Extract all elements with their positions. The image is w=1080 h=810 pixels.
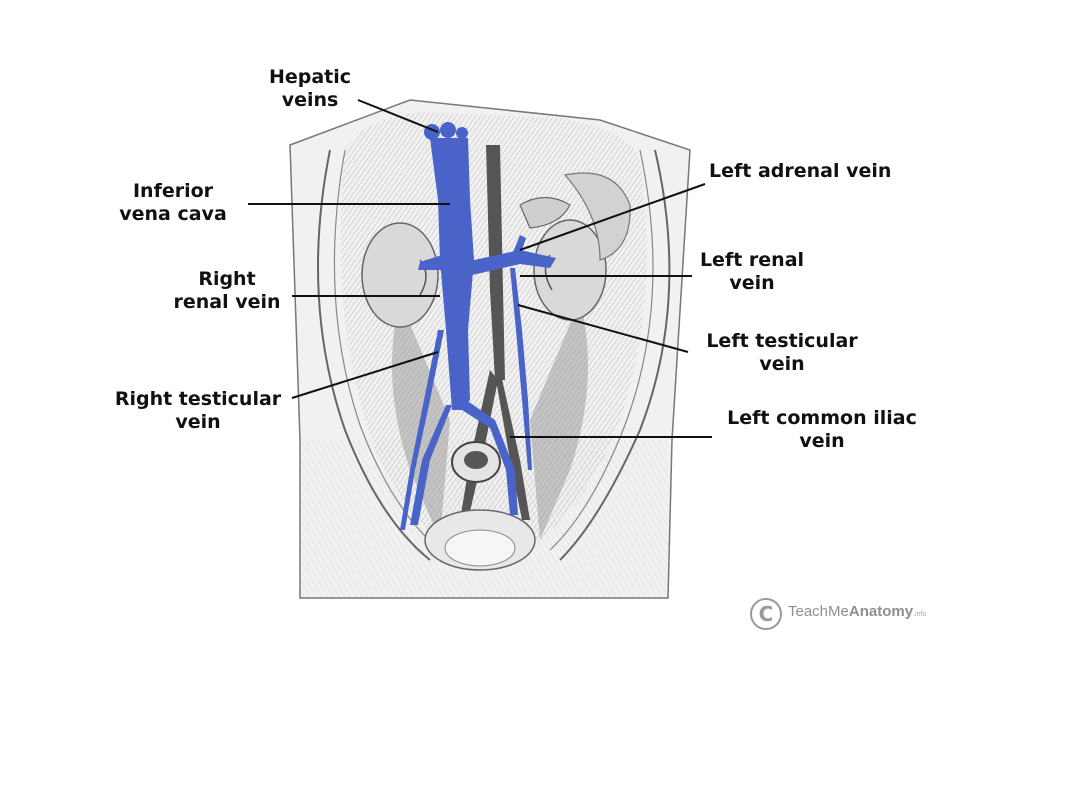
right-renal-vein-shape bbox=[418, 255, 446, 270]
label-hepatic-veins-line1: Hepatic bbox=[268, 66, 352, 88]
label-inferior-vena-cava-line2: vena cava bbox=[119, 203, 227, 225]
label-inferior-vena-cava-line1: Inferior bbox=[132, 180, 214, 202]
label-left-testicular-vein: Left testicular vein bbox=[698, 330, 866, 376]
label-left-adrenal-vein-line1: Left adrenal vein bbox=[709, 160, 892, 182]
leader-hepatic-veins bbox=[357, 99, 439, 133]
copyright-icon: C bbox=[750, 598, 782, 630]
left-testicular-vein-shape bbox=[510, 268, 532, 470]
label-left-common-iliac-vein-line1: Left common iliac bbox=[727, 407, 917, 429]
right-testicular-vein-shape bbox=[400, 330, 444, 530]
label-right-testicular-vein-line1: Right testicular bbox=[114, 388, 282, 410]
label-hepatic-veins: Hepatic veins bbox=[258, 66, 362, 112]
label-left-renal-vein: Left renal vein bbox=[690, 249, 814, 295]
label-left-renal-vein-line1: Left renal bbox=[699, 249, 805, 271]
venous-system bbox=[400, 122, 556, 530]
label-left-common-iliac-vein-line2: vein bbox=[799, 430, 845, 452]
label-right-renal-vein-line2: renal vein bbox=[173, 291, 281, 313]
label-left-testicular-vein-line2: vein bbox=[759, 353, 805, 375]
leader-left-testicular-vein bbox=[517, 304, 689, 353]
bladder bbox=[424, 509, 536, 571]
leader-left-adrenal-vein bbox=[519, 183, 706, 251]
left-common-iliac-vein-shape bbox=[462, 400, 518, 515]
label-left-testicular-vein-line1: Left testicular bbox=[706, 330, 858, 352]
label-hepatic-veins-line2: veins bbox=[281, 89, 339, 111]
label-left-renal-vein-line2: vein bbox=[729, 272, 775, 294]
ivc-shape bbox=[430, 138, 474, 410]
left-adrenal-gland bbox=[519, 196, 571, 229]
teachmeanatomy-watermark: C TeachMeAnatomy.info bbox=[750, 598, 950, 630]
label-inferior-vena-cava: Inferior vena cava bbox=[112, 180, 234, 226]
watermark-brand-bold: Anatomy bbox=[848, 603, 914, 620]
label-right-renal-vein: Right renal vein bbox=[166, 268, 288, 314]
leader-right-testicular-vein bbox=[291, 351, 439, 399]
left-kidney bbox=[533, 219, 607, 321]
watermark-brand-light: TeachMe bbox=[788, 603, 849, 620]
spleen bbox=[563, 172, 631, 261]
left-renal-vein-shape bbox=[465, 250, 556, 276]
right-kidney bbox=[361, 222, 439, 328]
label-right-renal-vein-line1: Right bbox=[198, 268, 256, 290]
label-right-testicular-vein-line2: vein bbox=[175, 411, 221, 433]
label-left-adrenal-vein: Left adrenal vein bbox=[709, 160, 891, 183]
watermark-brand: TeachMeAnatomy.info bbox=[788, 603, 926, 620]
rectum bbox=[451, 441, 501, 483]
label-right-testicular-vein: Right testicular vein bbox=[108, 388, 288, 434]
leader-lines bbox=[248, 99, 712, 438]
left-adrenal-vein-shape bbox=[512, 235, 526, 256]
right-common-iliac-vein-shape bbox=[410, 405, 452, 525]
label-left-common-iliac-vein: Left common iliac vein bbox=[716, 407, 928, 453]
hepatic-vein-right-stump bbox=[440, 122, 456, 138]
watermark-tld: .info bbox=[913, 611, 927, 618]
